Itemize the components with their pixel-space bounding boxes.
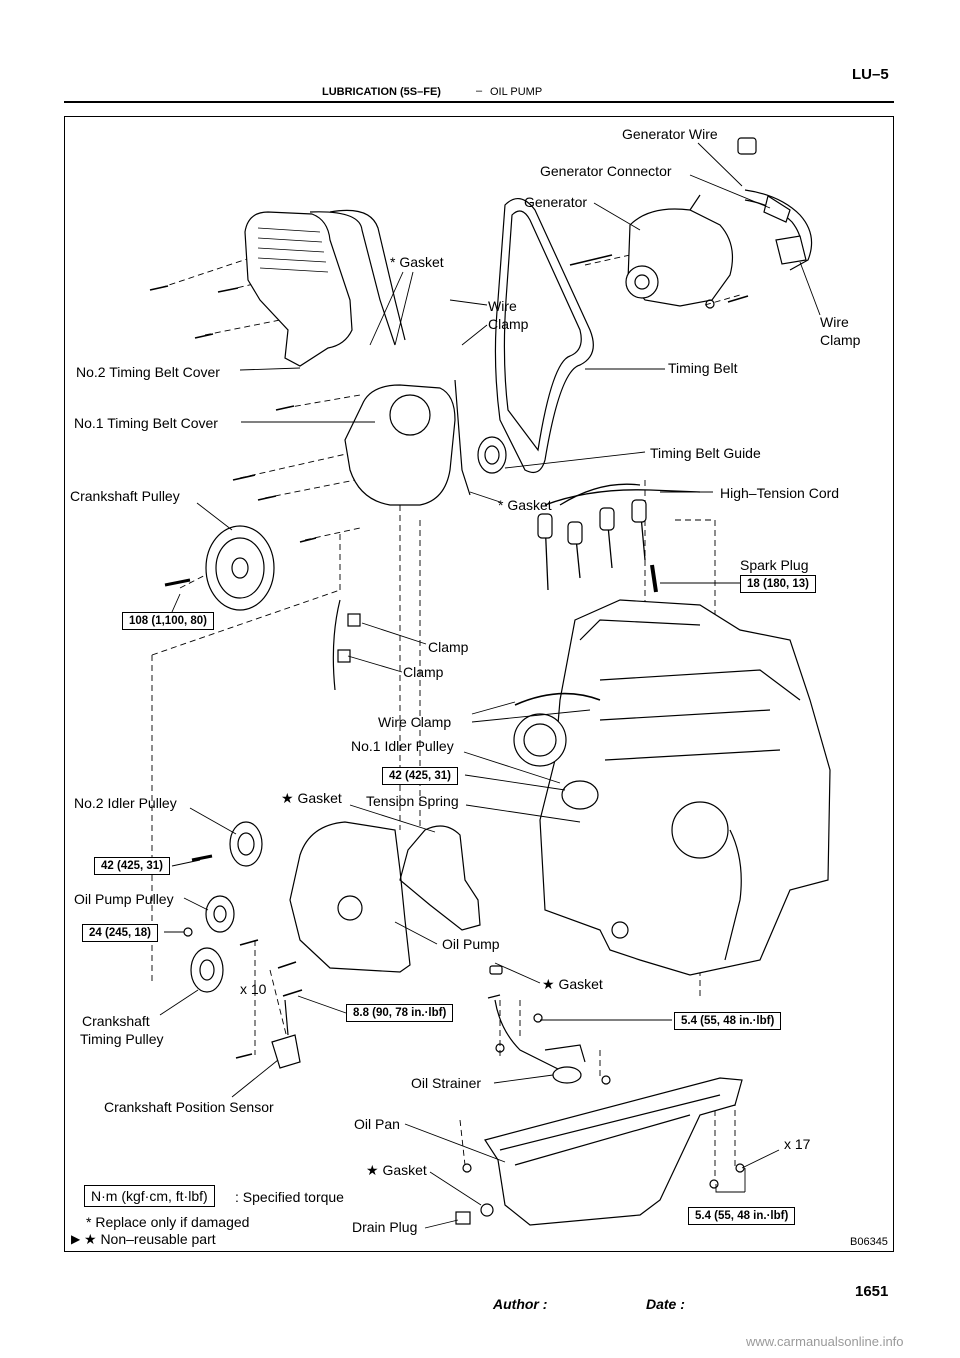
label-oil-strainer: Oil Strainer (411, 1075, 482, 1091)
label-gasket-top: * Gasket (390, 254, 444, 270)
torque-oil-pump-bolts: 8.8 (90, 78 in.·lbf) (346, 1004, 454, 1022)
label-oil-pan: Oil Pan (354, 1116, 400, 1132)
figure-frame (64, 116, 894, 1252)
label-wire-clamp-right-2: Clamp (820, 332, 861, 348)
legend-unit-box: N·m (kgf·cm, ft·lbf) (84, 1185, 215, 1207)
label-timing-belt: Timing Belt (668, 360, 738, 376)
legend-unit-desc: : Specified torque (235, 1189, 344, 1205)
label-gasket-star-2: ★ Gasket (542, 976, 603, 992)
page-id: LU–5 (852, 66, 889, 83)
label-wire-clamp: Wire Clamp (378, 714, 452, 730)
torque-no1-idler: 42 (425, 31) (382, 767, 459, 785)
label-clamp-1: Clamp (428, 639, 469, 655)
label-wire-clamp-mid-1: Wire (488, 298, 517, 314)
label-drain-plug: Drain Plug (352, 1219, 418, 1235)
torque-no2-idler: 42 (425, 31) (94, 857, 171, 875)
label-crankshaft-pulley: Crankshaft Pulley (70, 488, 180, 504)
label-gasket-star-3: ★ Gasket (366, 1162, 427, 1178)
label-wire-clamp-right-1: Wire (820, 314, 849, 330)
label-clamp-2: Clamp (403, 664, 444, 680)
label-x17: x 17 (784, 1136, 811, 1152)
watermark: www.carmanualsonline.info (746, 1334, 904, 1349)
torque-spark-plug: 18 (180, 13) (740, 575, 817, 593)
label-generator: Generator (524, 194, 588, 210)
figure-id: B06345 (850, 1236, 888, 1248)
footer-date: Date : (646, 1296, 685, 1312)
subsection-title: OIL PUMP (490, 86, 543, 98)
label-no1-idler-pulley: No.1 Idler Pulley (351, 738, 454, 754)
section-title: LUBRICATION (5S–FE) (322, 86, 441, 98)
header-rule (64, 101, 894, 103)
label-high-tension-cord: High–Tension Cord (720, 485, 840, 501)
label-crankshaft-timing-pulley-1: Crankshaft (82, 1013, 150, 1029)
label-crankshaft-timing-pulley-2: Timing Pulley (80, 1031, 164, 1047)
legend-nonreusable-note: ★ Non–reusable part (84, 1231, 216, 1247)
label-tension-spring: Tension Spring (366, 793, 459, 809)
label-generator-connector: Generator Connector (540, 163, 672, 179)
legend-mark: ▶ (71, 1232, 81, 1246)
label-oil-pump: Oil Pump (442, 936, 500, 952)
label-gasket-star-1: ★ Gasket (281, 790, 342, 806)
torque-oil-pump-pulley: 24 (245, 18) (82, 924, 159, 942)
label-wire-clamp-mid-2: Clamp (488, 316, 529, 332)
label-generator-wire: Generator Wire (622, 126, 718, 142)
footer-author: Author : (493, 1296, 548, 1312)
label-crankshaft-position-sensor: Crankshaft Position Sensor (104, 1099, 274, 1115)
torque-crankshaft-pulley: 108 (1,100, 80) (122, 612, 215, 630)
label-spark-plug: Spark Plug (740, 557, 809, 573)
label-gasket-mid: * Gasket (498, 497, 552, 513)
label-no2-idler-pulley: No.2 Idler Pulley (74, 795, 177, 811)
label-timing-belt-guide: Timing Belt Guide (650, 445, 761, 461)
label-no2-timing-belt-cover: No.2 Timing Belt Cover (76, 364, 220, 380)
torque-strainer: 5.4 (55, 48 in.·lbf) (674, 1012, 782, 1030)
label-oil-pump-pulley: Oil Pump Pulley (74, 891, 174, 907)
header-dash: – (476, 85, 483, 97)
label-x10: x 10 (240, 981, 267, 997)
label-no1-timing-belt-cover: No.1 Timing Belt Cover (74, 415, 218, 431)
footer-page-number: 1651 (855, 1283, 889, 1300)
torque-oil-pan: 5.4 (55, 48 in.·lbf) (688, 1207, 796, 1225)
legend-replace-note: * Replace only if damaged (86, 1214, 250, 1230)
